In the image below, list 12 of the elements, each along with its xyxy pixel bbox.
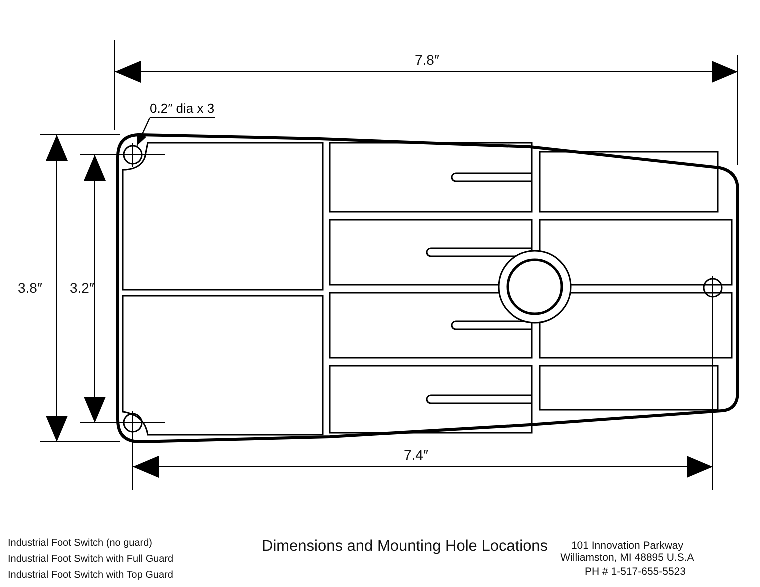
part-description: Industrial Foot Switch with Top Guard [8,570,174,581]
part-description: Industrial Foot Switch (no guard) [8,538,153,549]
diagram-title: Dimensions and Mounting Hole Locations [262,538,548,556]
address-text: 101 Innovation Parkway Williamston, MI 48895 U.S.A [560,540,695,564]
callout-text: 0.2″ dia x 3 [150,100,215,118]
dimension-label: 7.8″ [415,52,440,68]
part-description: Industrial Foot Switch with Full Guard [8,554,174,565]
dimension-label: 7.4″ [404,447,428,463]
dimension-label: 3.2″ [70,280,94,296]
dimension-label: 3.8″ [18,280,42,296]
phone-number: PH # 1-517-655-5523 [585,566,686,578]
leader-line [136,118,151,146]
